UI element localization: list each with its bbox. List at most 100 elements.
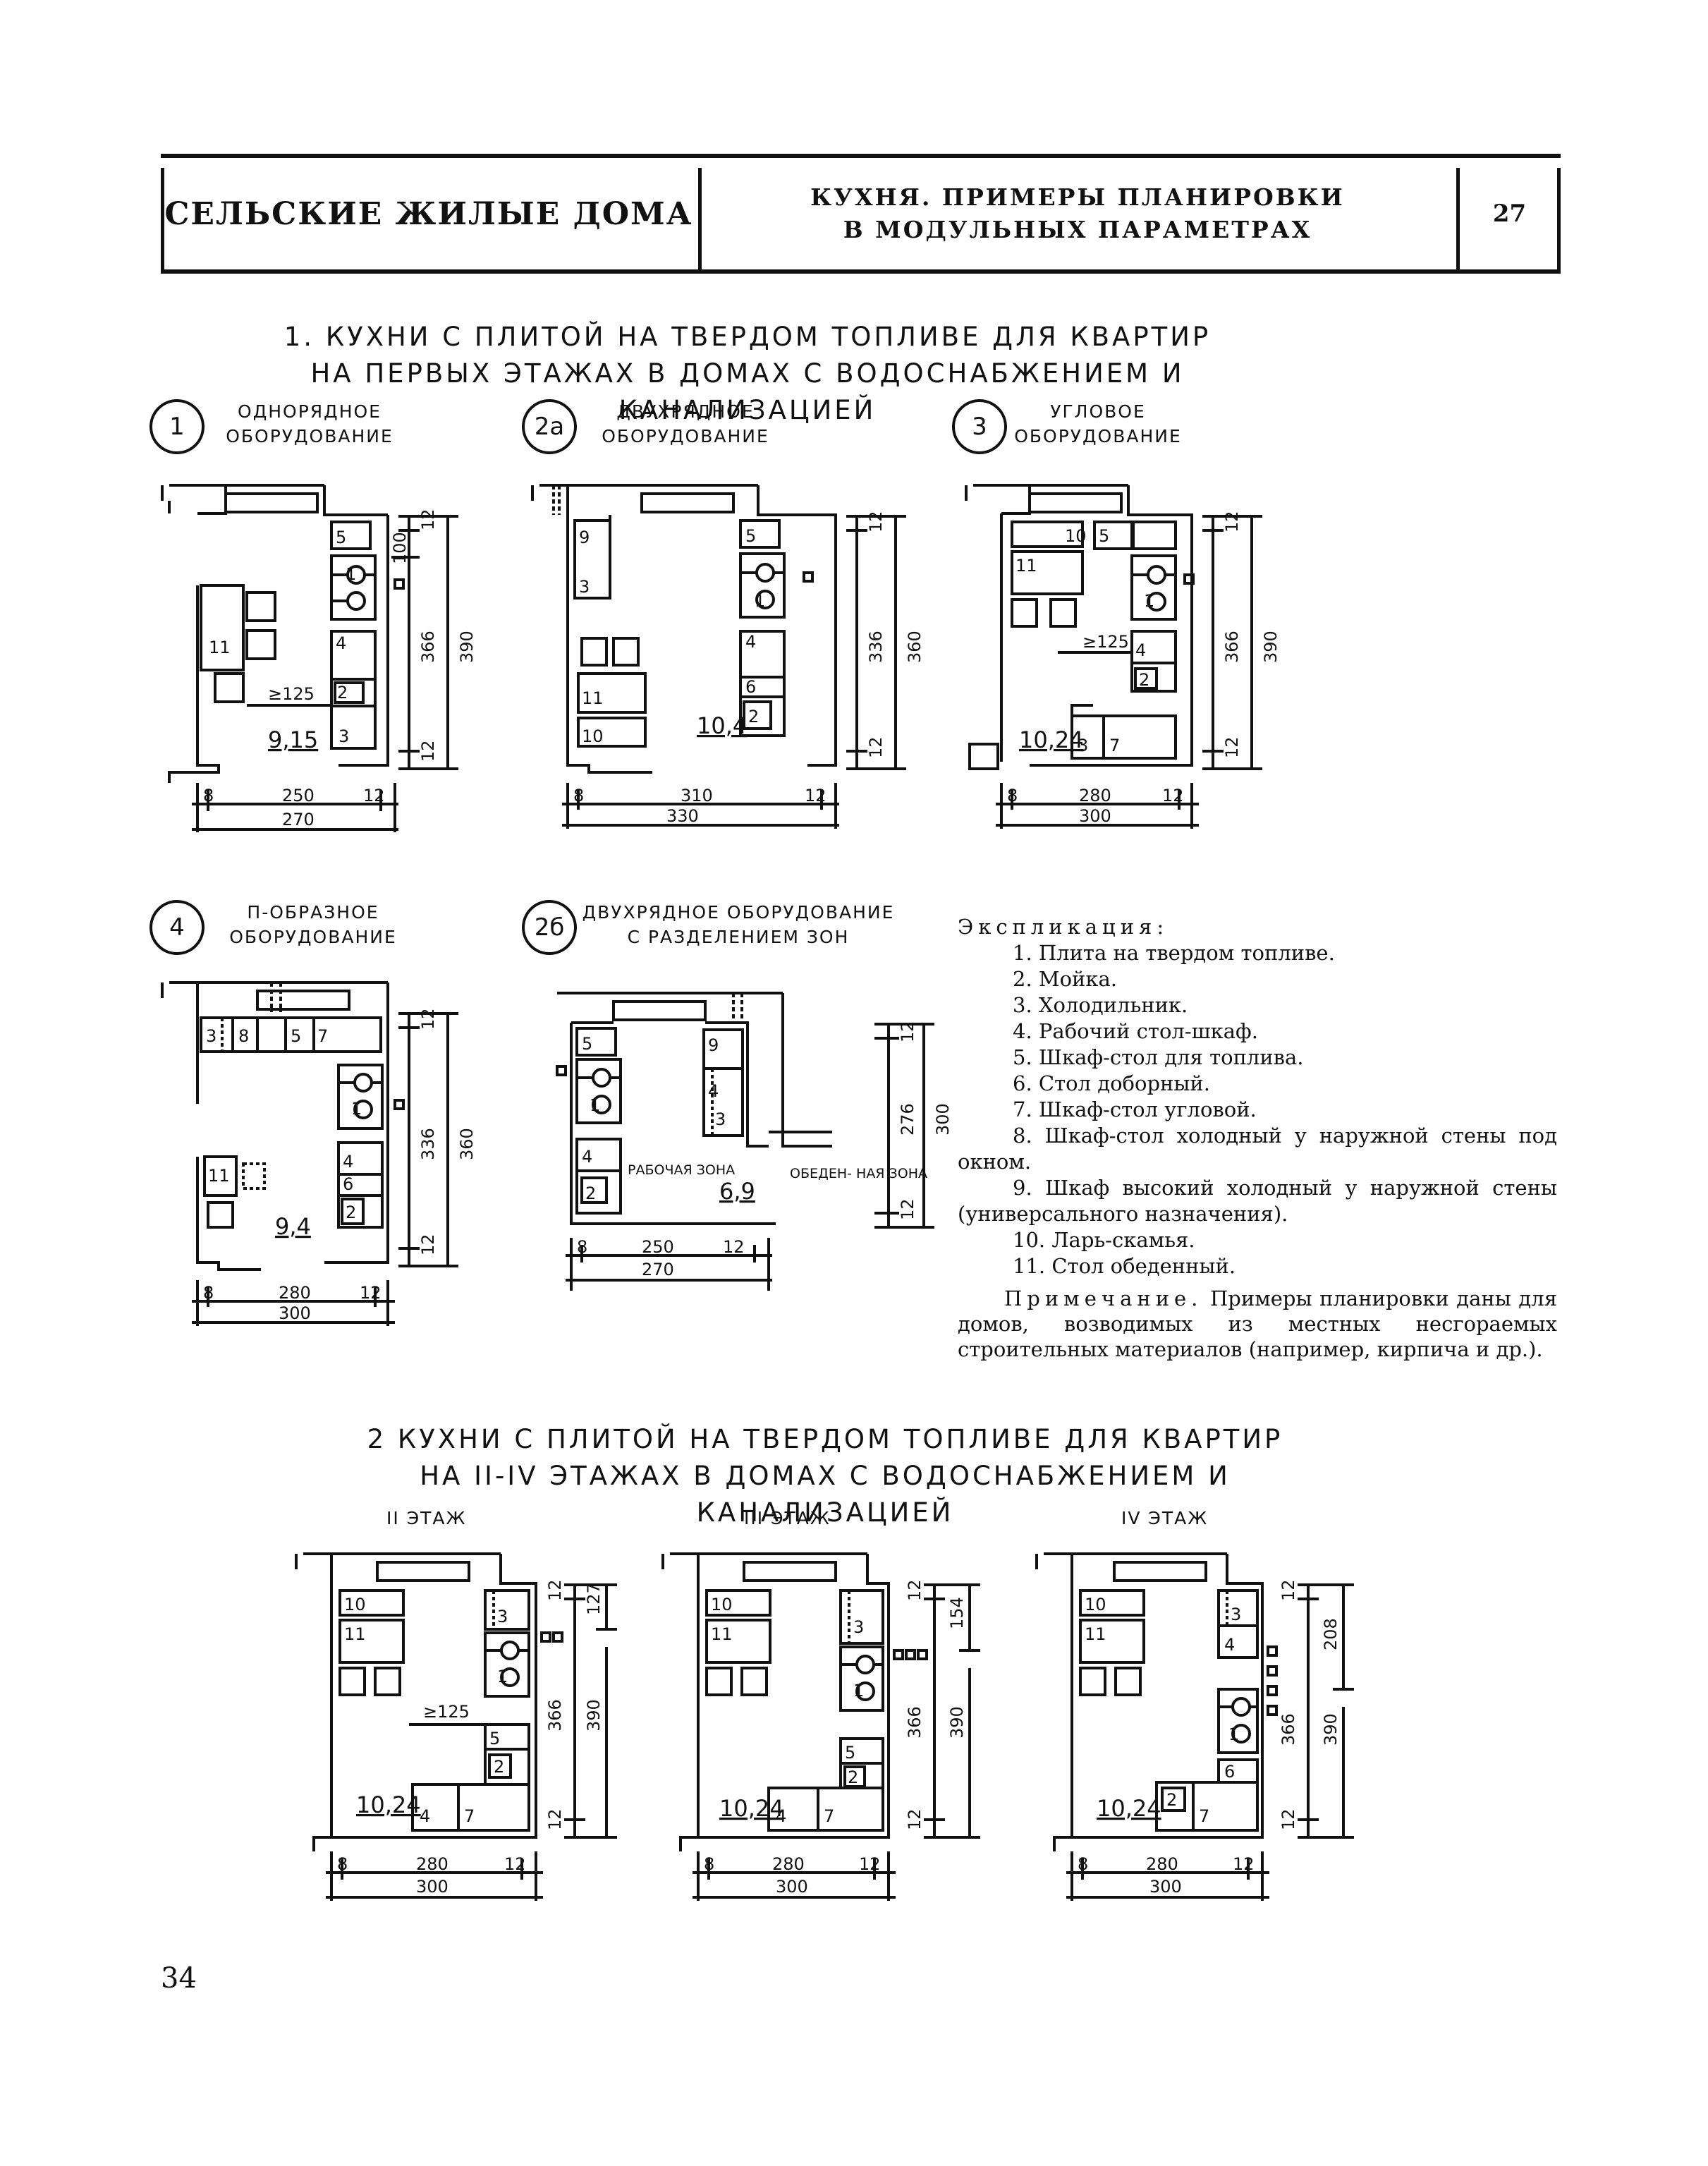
svg-text:11: 11 [1085, 1624, 1106, 1644]
floor-label: III ЭТАЖ [744, 1508, 831, 1528]
dim-label: 250 [282, 786, 315, 805]
svg-text:2: 2 [585, 1184, 596, 1203]
svg-text:1: 1 [853, 1681, 864, 1700]
dim-label: 270 [282, 810, 315, 829]
area-label: 10,24 [356, 1791, 421, 1818]
variant-caption: ДВУХРЯДНОЕ ОБОРУДОВАНИЕ [580, 399, 791, 449]
dim-label: 390 [947, 1706, 967, 1739]
dim-label: 366 [1279, 1713, 1298, 1746]
dim-label: 360 [457, 1128, 477, 1160]
variant-badge: 2б [522, 900, 577, 955]
dim-label: 276 [898, 1103, 917, 1136]
dim-label: 12 [866, 511, 886, 533]
svg-text:1: 1 [346, 564, 356, 584]
svg-text:5: 5 [336, 528, 346, 547]
svg-text:7: 7 [1199, 1806, 1209, 1826]
variant-badge: 2а [522, 399, 577, 454]
dim-label: 12 [418, 1234, 438, 1255]
variant-caption-line2: ОБОРУДОВАНИЕ [1014, 426, 1182, 446]
dim-label: 300 [1079, 806, 1111, 826]
dim-label: 310 [681, 786, 713, 805]
header-topic: КУХНЯ. ПРИМЕРЫ ПЛАНИРОВКИ В МОДУЛЬНЫХ ПА… [700, 158, 1455, 269]
dim-label: 12 [1279, 1808, 1298, 1830]
dim-label: 8 [577, 1237, 587, 1257]
page-number: 34 [161, 1962, 197, 1995]
variant-caption-line1: УГЛОВОЕ [1050, 401, 1146, 422]
section-2-title: 2 КУХНИ С ПЛИТОЙ НА ТВЕРДОМ ТОПЛИВЕ ДЛЯ … [296, 1421, 1354, 1531]
area-label: 10,24 [1019, 726, 1084, 753]
header-sheet-number: 27 [1492, 200, 1527, 228]
svg-text:7: 7 [317, 1026, 328, 1046]
section-1-title-line1: 1. КУХНИ С ПЛИТОЙ НА ТВЕРДОМ ТОПЛИВЕ ДЛЯ… [283, 322, 1212, 352]
svg-text:10: 10 [582, 726, 604, 746]
dim-label: 12 [360, 1283, 382, 1303]
svg-text:5: 5 [1099, 526, 1109, 546]
dim-label: 127 [584, 1583, 604, 1615]
legend-item: 5. Шкаф-стол для топлива. [1013, 1045, 1304, 1069]
dim-label: 8 [573, 786, 584, 805]
dim-label: 12 [1233, 1854, 1255, 1874]
svg-text:1: 1 [755, 591, 765, 611]
svg-text:3: 3 [1231, 1605, 1241, 1624]
svg-text:3: 3 [853, 1617, 864, 1637]
svg-text:2: 2 [494, 1757, 504, 1777]
dim-label: 390 [584, 1699, 604, 1732]
note-title: Примечание. [1004, 1286, 1203, 1310]
svg-text:9: 9 [579, 528, 590, 547]
legend-item: 8. Шкаф-стол холодный у наружной стены п… [958, 1124, 1557, 1174]
section-2-title-line2: НА II-IV ЭТАЖАХ В ДОМАХ С ВОДОСНАБЖЕНИЕМ… [420, 1461, 1231, 1528]
svg-text:1: 1 [1144, 591, 1154, 611]
variant-caption: УГЛОВОЕ ОБОРУДОВАНИЕ [1010, 399, 1186, 449]
dim-label: 390 [457, 631, 477, 663]
dim-label: 366 [1222, 631, 1242, 663]
svg-text:4: 4 [1135, 640, 1146, 660]
dim-label: 336 [866, 631, 886, 663]
svg-text:7: 7 [464, 1806, 475, 1826]
variant-caption-line2: ОБОРУДОВАНИЕ [226, 426, 394, 446]
dim-label: 250 [642, 1237, 674, 1257]
dim-label: 8 [1007, 786, 1018, 805]
dim-label: 12 [1222, 511, 1242, 533]
dim-label: 390 [1321, 1713, 1341, 1746]
dim-label: 12 [859, 1854, 881, 1874]
dim-label: 12 [1279, 1579, 1298, 1601]
svg-text:6: 6 [1224, 1762, 1235, 1782]
area-label: 10,4 [697, 712, 747, 739]
dim-label: 330 [666, 806, 699, 826]
svg-text:4: 4 [420, 1806, 430, 1826]
dim-label: 12 [905, 1579, 925, 1601]
svg-text:10: 10 [1065, 526, 1087, 546]
section-1-title: 1. КУХНИ С ПЛИТОЙ НА ТВЕРДОМ ТОПЛИВЕ ДЛЯ… [212, 319, 1283, 429]
svg-text:1: 1 [1228, 1724, 1239, 1744]
page-header: СЕЛЬСКИЕ ЖИЛЫЕ ДОМА КУХНЯ. ПРИМЕРЫ ПЛАНИ… [161, 154, 1561, 274]
area-label: 10,24 [1097, 1795, 1161, 1822]
dim-label: 154 [947, 1597, 967, 1629]
dim-label: 300 [279, 1303, 311, 1323]
dim-label: 12 [723, 1237, 745, 1257]
dim-label: 8 [337, 1854, 348, 1874]
area-label: 9,15 [268, 726, 318, 753]
dim-label: 12 [418, 1008, 438, 1030]
legend-item: 3. Холодильник. [1013, 993, 1188, 1017]
svg-text:8: 8 [238, 1026, 249, 1046]
area-label: 10,24 [719, 1795, 784, 1822]
note-text: Примеры планировки даны для домов, возво… [958, 1286, 1557, 1361]
svg-text:5: 5 [489, 1729, 500, 1748]
dim-label: 12 [504, 1854, 526, 1874]
dim-label: 300 [933, 1103, 953, 1136]
legend-item: 6. Стол доборный. [1013, 1071, 1210, 1095]
dim-label: 12 [1222, 736, 1242, 758]
svg-text:4: 4 [708, 1081, 719, 1101]
svg-text:1: 1 [590, 1095, 600, 1115]
dim-label: 12 [363, 786, 385, 805]
header-topic-line2: В МОДУЛЬНЫХ ПАРАМЕТРАХ [843, 216, 1312, 243]
section-2-title-line1: 2 КУХНИ С ПЛИТОЙ НА ТВЕРДОМ ТОПЛИВЕ ДЛЯ … [367, 1424, 1283, 1454]
variant-caption: ОДНОРЯДНОЕ ОБОРУДОВАНИЕ [207, 399, 412, 449]
svg-text:7: 7 [824, 1806, 834, 1826]
header-divider [161, 168, 164, 271]
dim-label: 280 [1146, 1854, 1178, 1874]
